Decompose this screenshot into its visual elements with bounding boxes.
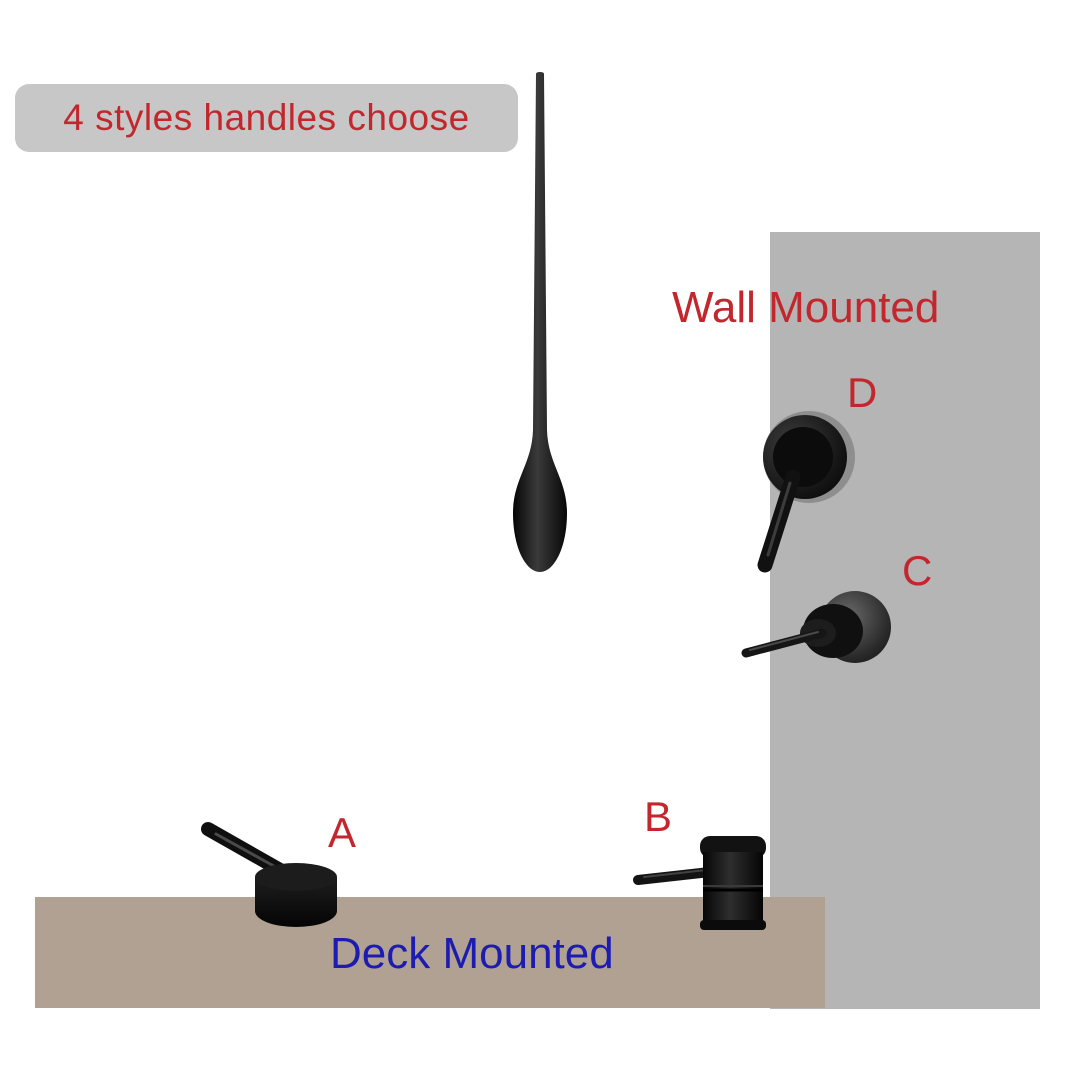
handle-b-lever	[633, 867, 715, 885]
handle-c-letter: C	[902, 547, 933, 594]
handle-b-lever-highlight	[643, 869, 707, 878]
handle-b-base	[700, 920, 766, 930]
handle-c-rod	[741, 628, 827, 658]
handle-d-lever-highlight	[766, 481, 792, 557]
droplet-faucet-spout	[513, 72, 567, 572]
handle-d-illustration	[757, 411, 855, 573]
wall-mounted-label: Wall Mounted	[672, 283, 940, 332]
styles-banner: 4 styles handles choose	[15, 84, 518, 152]
deck-mounted-label: Deck Mounted	[330, 929, 614, 978]
handle-a-illustration	[201, 822, 337, 927]
spout-shape	[513, 72, 567, 572]
handle-d-letter: D	[847, 369, 878, 416]
handle-b-illustration	[633, 836, 766, 930]
handle-a-knob-top	[255, 863, 337, 891]
handle-a-knob-body	[255, 877, 337, 927]
handle-d-cap	[773, 427, 833, 487]
handle-c-rod-highlight	[749, 631, 819, 651]
handle-a-letter: A	[328, 809, 357, 856]
handle-c-illustration	[741, 591, 891, 663]
styles-banner-text: 4 styles handles choose	[63, 97, 470, 138]
deck-surface	[35, 897, 825, 1008]
handle-b-letter: B	[644, 793, 673, 840]
